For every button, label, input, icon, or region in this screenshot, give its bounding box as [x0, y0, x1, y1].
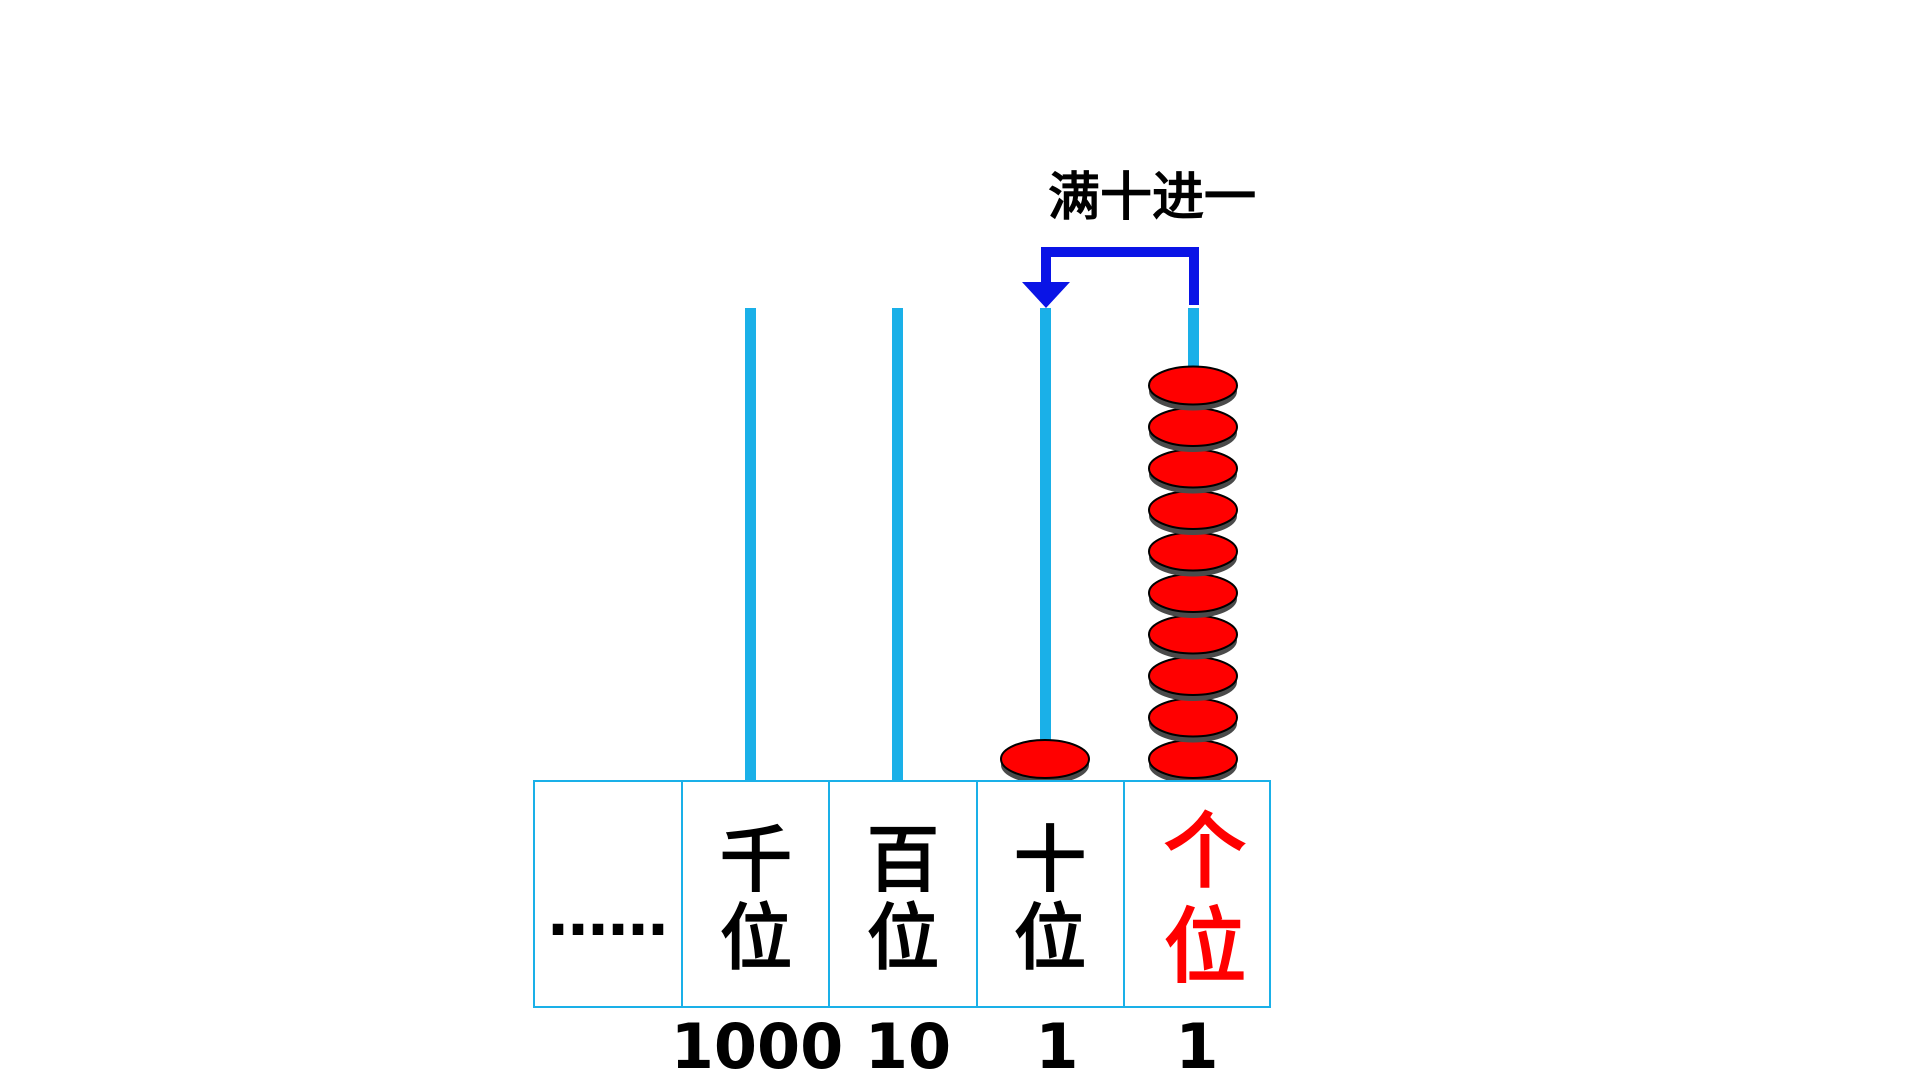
cell-thousands: [681, 780, 830, 1008]
bead-ones: [1148, 531, 1238, 572]
label-hundreds-1: 百: [867, 818, 939, 902]
label-ones-1: 个: [1164, 805, 1246, 900]
label-thousands-1: 千: [720, 818, 792, 902]
bead-ones: [1148, 614, 1238, 655]
rod-thousands: [745, 308, 756, 780]
value-ones: 1: [1175, 1010, 1218, 1080]
label-tens-2: 位: [1014, 896, 1086, 980]
bead-ones: [1148, 697, 1238, 738]
label-ones-2: 位: [1164, 900, 1246, 995]
carry-arrow-head: [1022, 282, 1070, 308]
rod-tens: [1040, 308, 1051, 780]
carry-arrow-line: [1041, 247, 1199, 305]
label-tens-1: 十: [1014, 818, 1086, 902]
bead-ones: [1148, 656, 1238, 696]
beads-ones: [1148, 365, 1238, 784]
bead-ones: [1148, 365, 1238, 406]
rod-hundreds: [892, 308, 903, 780]
cell-ones: [1123, 780, 1271, 1008]
label-thousands-2: 位: [720, 896, 792, 980]
bead-ones: [1148, 448, 1238, 489]
beads-tens: [1000, 739, 1090, 784]
label-hundreds-2: 位: [867, 896, 939, 980]
cell-tens: [976, 780, 1125, 1008]
bead-ones: [1148, 490, 1238, 530]
value-tens: 1: [1035, 1010, 1078, 1080]
cell-ellipsis: [533, 780, 683, 1008]
bead-ones: [1148, 573, 1238, 613]
bead-ones: [1148, 739, 1238, 779]
ellipsis-label: ……: [548, 880, 668, 950]
carry-title: 满十进一: [1048, 168, 1256, 228]
bead-ones: [1148, 407, 1238, 447]
cell-hundreds: [828, 780, 978, 1008]
value-hundreds: 10: [865, 1010, 951, 1080]
bead-tens: [1000, 739, 1090, 779]
value-thousands: 1000: [671, 1010, 844, 1080]
